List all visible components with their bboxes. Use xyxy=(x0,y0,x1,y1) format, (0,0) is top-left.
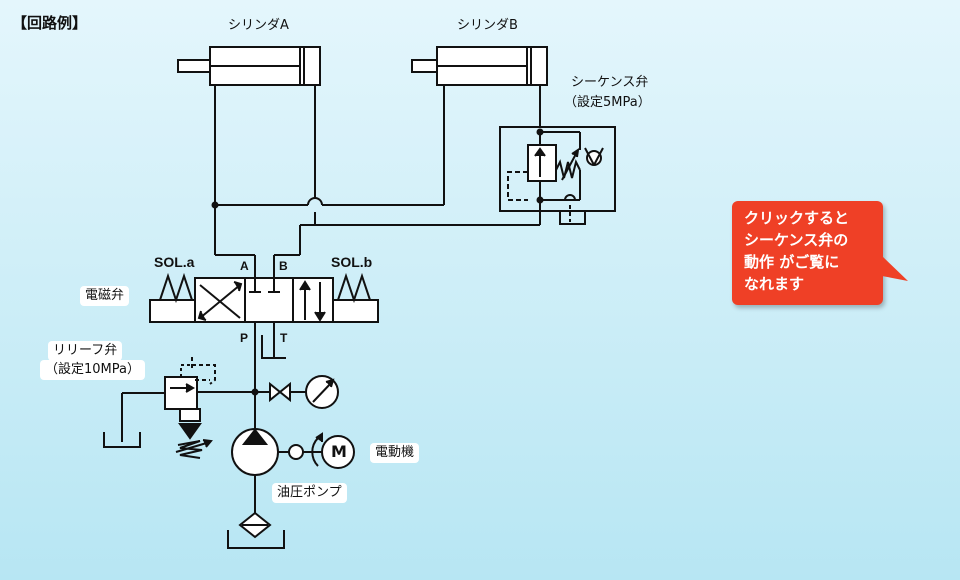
pressure-gauge-symbol xyxy=(269,375,339,409)
cylinder-b-label: シリンダB xyxy=(457,18,518,33)
solenoid-valve-symbol xyxy=(149,272,379,323)
pipe-lines xyxy=(214,85,541,278)
port-t-label: T xyxy=(280,331,288,345)
sequence-valve-symbol xyxy=(499,126,616,225)
port-a-label: A xyxy=(240,259,249,273)
page-title: 【回路例】 xyxy=(12,14,88,32)
callout-line-4: なれます xyxy=(744,275,805,293)
relief-valve-label: リリーフ弁 xyxy=(48,341,123,361)
sequence-valve-setting: （設定5MPa） xyxy=(564,95,651,110)
motor-symbol-letter: M xyxy=(331,442,347,461)
relief-valve-setting: （設定10MPa） xyxy=(40,360,145,380)
callout-line-1: クリックすると xyxy=(744,209,850,227)
cylinder-a-symbol xyxy=(177,46,321,86)
pump-label: 油圧ポンプ xyxy=(272,483,347,503)
sol-a-label: SOL.a xyxy=(154,254,195,270)
relief-valve-name: リリーフ弁 xyxy=(53,343,118,358)
solenoid-valve-label: 電磁弁 xyxy=(80,286,130,306)
cylinder-a-label: シリンダA xyxy=(228,18,289,33)
callout-line-2: シーケンス弁の xyxy=(744,231,849,249)
electric-motor-symbol xyxy=(311,432,355,469)
port-p-label: P xyxy=(240,331,249,345)
sol-b-label: SOL.b xyxy=(331,254,373,270)
motor-label: 電動機 xyxy=(370,443,420,463)
callout-line-3: 動作 がご覧に xyxy=(744,253,840,271)
sequence-valve-label: シーケンス弁 xyxy=(571,75,649,90)
cylinder-b-symbol xyxy=(411,46,548,86)
port-b-label: B xyxy=(279,259,288,273)
hydraulic-pump-symbol xyxy=(227,428,322,549)
sequence-valve-demo-callout[interactable]: クリックすると シーケンス弁の 動作 がご覧に なれます xyxy=(732,201,883,305)
relief-valve-symbol xyxy=(103,357,216,459)
